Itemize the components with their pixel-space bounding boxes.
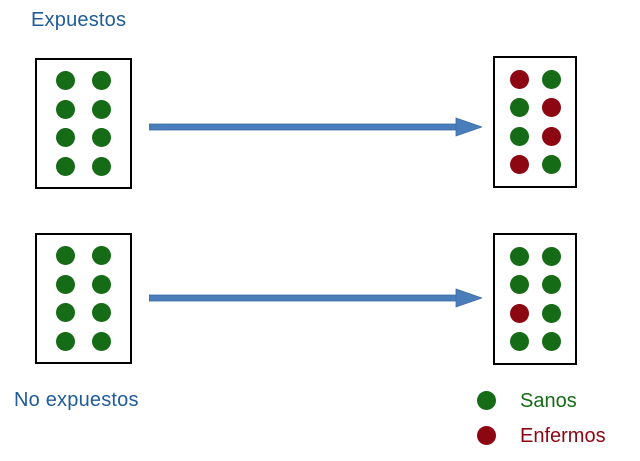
subject-dot-healthy (91, 245, 111, 265)
legend-label-healthy: Sanos (520, 389, 577, 412)
subject-dot-healthy (541, 332, 561, 352)
green-circle-icon (477, 391, 496, 410)
subject-dot-healthy (56, 157, 76, 177)
subject-dot-sick (509, 303, 529, 323)
subject-dot-healthy (509, 332, 529, 352)
subject-dot-healthy (509, 275, 529, 295)
subject-dot-healthy (91, 70, 111, 90)
unexposed-outcome-population-box (493, 233, 577, 365)
legend: Sanos Enfermos (477, 383, 606, 453)
subject-dot-sick (509, 155, 529, 175)
subject-dot-healthy (509, 126, 529, 146)
subject-dot-sick (509, 69, 529, 89)
dark-red-circle-icon (477, 426, 496, 445)
subject-dot-healthy (91, 157, 111, 177)
subject-dot-healthy (91, 128, 111, 148)
subject-dot-healthy (91, 332, 111, 352)
subject-dot-healthy (56, 303, 76, 323)
exposed-baseline-dot-grid (37, 60, 130, 187)
subject-dot-sick (541, 98, 561, 118)
subject-dot-healthy (91, 274, 111, 294)
exposed-outcome-population-box (493, 56, 577, 188)
subject-dot-healthy (56, 332, 76, 352)
subject-dot-healthy (541, 275, 561, 295)
subject-dot-healthy (56, 99, 76, 119)
subject-dot-healthy (541, 246, 561, 266)
exposed-baseline-population-box (35, 58, 132, 189)
legend-item-healthy: Sanos (477, 383, 606, 418)
unexposed-baseline-dot-grid (37, 235, 130, 362)
unexposed-follow-up-arrow (149, 285, 482, 311)
subject-dot-healthy (541, 303, 561, 323)
exposed-group-label: Expuestos (31, 9, 127, 31)
unexposed-baseline-population-box (35, 233, 132, 364)
subject-dot-healthy (541, 69, 561, 89)
subject-dot-healthy (91, 99, 111, 119)
legend-label-sick: Enfermos (520, 424, 606, 447)
subject-dot-healthy (56, 128, 76, 148)
subject-dot-healthy (56, 245, 76, 265)
subject-dot-healthy (541, 155, 561, 175)
subject-dot-healthy (509, 246, 529, 266)
subject-dot-sick (541, 126, 561, 146)
exposed-outcome-dot-grid (495, 58, 575, 186)
legend-item-sick: Enfermos (477, 418, 606, 453)
unexposed-outcome-dot-grid (495, 235, 575, 363)
subject-dot-healthy (56, 274, 76, 294)
unexposed-group-label: No expuestos (14, 389, 139, 411)
subject-dot-healthy (509, 98, 529, 118)
subject-dot-healthy (91, 303, 111, 323)
exposed-follow-up-arrow (149, 114, 482, 140)
subject-dot-healthy (56, 70, 76, 90)
